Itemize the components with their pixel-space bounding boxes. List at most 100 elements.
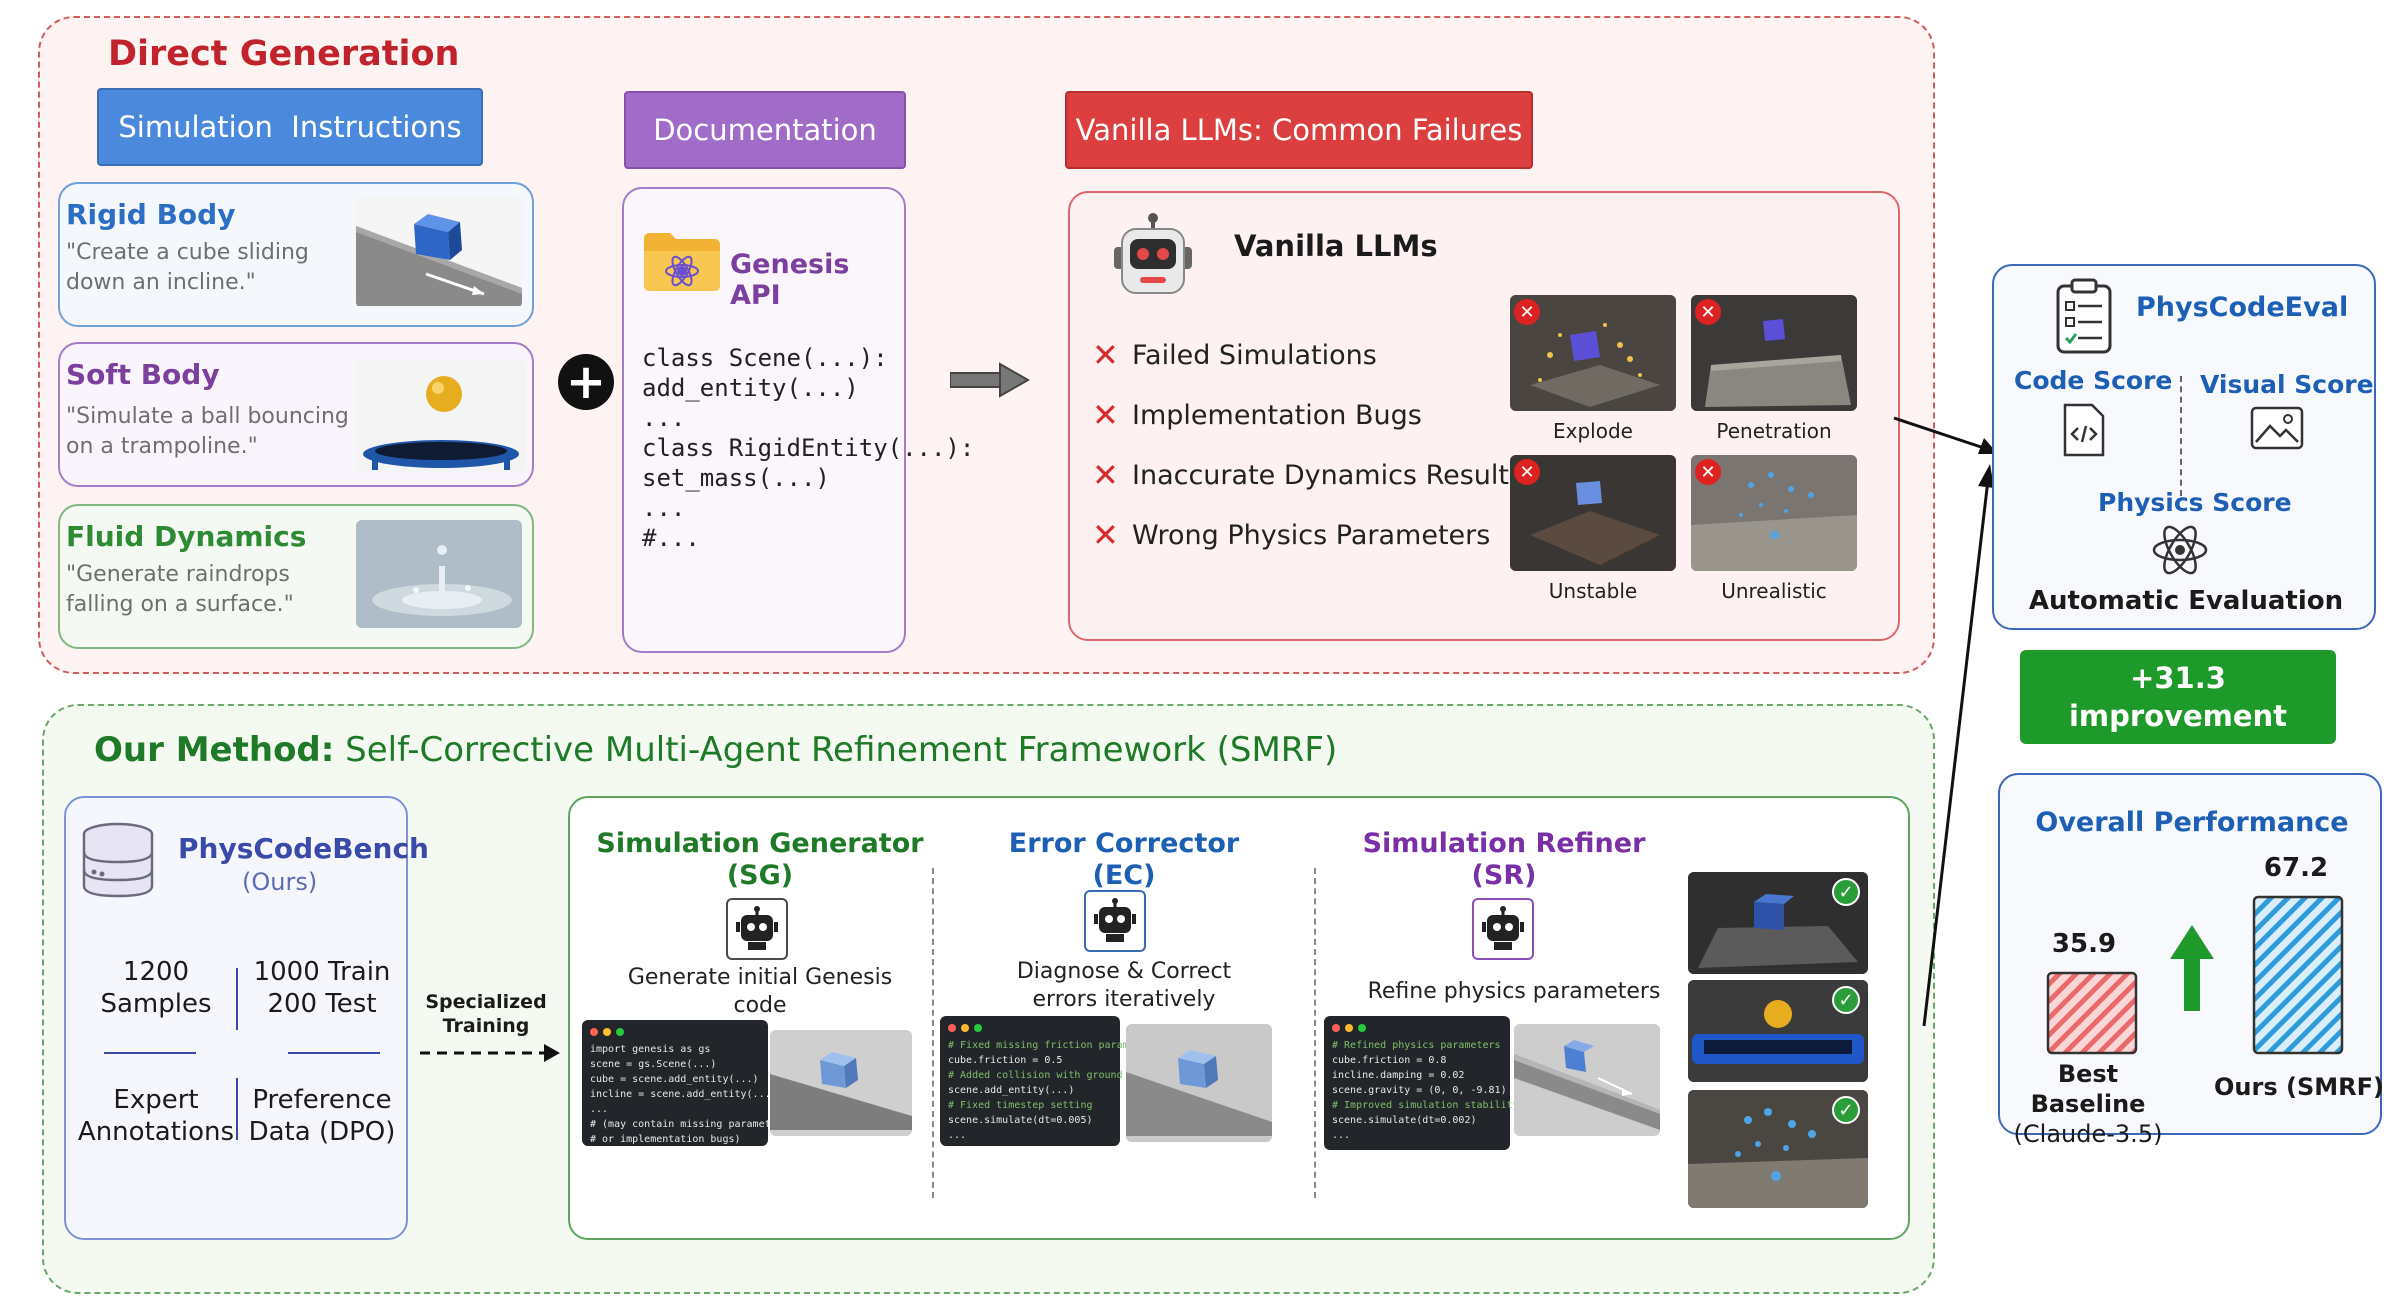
code-line: import genesis as gs bbox=[590, 1044, 711, 1055]
performance-bars bbox=[2046, 895, 2344, 1055]
physcodeeval-title: PhysCodeEval bbox=[2136, 292, 2349, 323]
soft-body-title: Soft Body bbox=[66, 358, 220, 391]
overall-performance-card: Overall Performance 67.2 35.9 Best Basel… bbox=[1998, 773, 2384, 1148]
direct-generation-title: Direct Generation bbox=[108, 34, 460, 74]
physcodebench-card: PhysCodeBench (Ours) 1200 Samples 1000 T… bbox=[64, 796, 429, 1240]
sg-result-image bbox=[770, 1030, 912, 1136]
up-arrow-icon bbox=[2170, 925, 2214, 1011]
robot-icon bbox=[1472, 898, 1534, 960]
failure-item: ✕Implementation Bugs bbox=[1092, 396, 1422, 434]
soft-body-desc: "Simulate a ball bouncing on a trampolin… bbox=[66, 404, 349, 459]
agent-title-sr: Simulation Refiner (SR) bbox=[1362, 828, 1646, 891]
code-terminal-ec: # Fixed missing friction parameter cube.… bbox=[940, 1016, 1153, 1146]
specialized-training-label: Specialized Training bbox=[425, 991, 547, 1037]
rigid-body-card: Rigid Body "Create a cube sliding down a… bbox=[58, 182, 534, 327]
code-line: scene.simulate(dt=0.002) bbox=[1332, 1115, 1477, 1126]
physcodebench-subtitle: (Ours) bbox=[242, 868, 318, 896]
failure-item: ✕Failed Simulations bbox=[1092, 336, 1377, 374]
failure-caption: Unstable bbox=[1548, 579, 1638, 603]
failure-image-unrealistic: ✕ bbox=[1691, 455, 1857, 571]
final-result-rigid: ✓ bbox=[1688, 872, 1868, 974]
failure-list: ✕Failed Simulations ✕Implementation Bugs… bbox=[1092, 335, 1523, 555]
code-line: # (may contain missing parameters bbox=[590, 1119, 789, 1130]
physics-score-label: Physics Score bbox=[2098, 488, 2292, 517]
code-line: ... bbox=[642, 494, 686, 522]
arrows-to-eval bbox=[1890, 400, 2010, 1040]
agent-title-sg: Simulation Generator (SG) bbox=[596, 828, 924, 891]
code-line: set_mass(...) bbox=[642, 464, 830, 492]
agent-separator bbox=[1314, 868, 1316, 1198]
overall-performance-title: Overall Performance bbox=[2035, 807, 2349, 838]
sr-result-image bbox=[1514, 1024, 1660, 1136]
rigid-body-title: Rigid Body bbox=[66, 198, 236, 231]
check-icon: ✓ bbox=[1832, 986, 1860, 1014]
baseline-bar bbox=[2046, 971, 2138, 1055]
baseline-value: 35.9 bbox=[2051, 929, 2117, 959]
error-icon: ✕ bbox=[1514, 459, 1540, 485]
code-line: cube = scene.add_entity(...) bbox=[590, 1074, 759, 1085]
ec-result-image bbox=[1126, 1024, 1272, 1142]
api-code-block: class Scene(...): add_entity(...) ... cl… bbox=[642, 343, 974, 553]
code-line: incline = scene.add_entity(...) bbox=[590, 1089, 777, 1100]
stat-split: 1000 Train 200 Test bbox=[253, 957, 391, 1019]
code-line: scene.add_entity(...) bbox=[948, 1085, 1075, 1096]
clipboard-icon bbox=[2054, 276, 2114, 356]
baseline-label: Best Baseline (Claude-3.5) bbox=[2013, 1060, 2163, 1148]
code-file-icon bbox=[2062, 402, 2106, 458]
failure-caption: Unrealistic bbox=[1721, 579, 1827, 603]
code-line: # Refined physics parameters bbox=[1332, 1040, 1501, 1051]
code-line: add_entity(...) bbox=[642, 374, 859, 402]
code-score-label: Code Score bbox=[2014, 366, 2173, 395]
robot-icon bbox=[1084, 890, 1146, 952]
agent-title-ec: Error Corrector (EC) bbox=[1008, 828, 1240, 891]
vanilla-failures-header: Vanilla LLMs: Common Failures bbox=[1065, 91, 1533, 169]
fluid-dynamics-title: Fluid Dynamics bbox=[66, 520, 307, 553]
check-icon: ✓ bbox=[1832, 1096, 1860, 1124]
stat-annotations: Expert Annotations bbox=[77, 1085, 235, 1147]
robot-icon bbox=[726, 898, 788, 960]
soft-body-card: Soft Body "Simulate a ball bouncing on a… bbox=[58, 342, 534, 487]
x-icon: ✕ bbox=[1092, 336, 1119, 374]
code-line: incline.damping = 0.02 bbox=[1332, 1070, 1465, 1081]
divider bbox=[288, 1052, 380, 1054]
rigid-body-desc: "Create a cube sliding down an incline." bbox=[66, 240, 309, 295]
code-line: scene.gravity = (0, 0, -9.81) bbox=[1332, 1085, 1507, 1096]
agent-desc-sg: Generate initial Genesis code bbox=[627, 965, 893, 1018]
score-divider bbox=[2180, 376, 2182, 496]
code-line: scene.simulate(dt=0.005) bbox=[948, 1115, 1093, 1126]
code-line: # or implementation bugs) bbox=[590, 1134, 741, 1145]
automatic-evaluation-label: Automatic Evaluation bbox=[2028, 586, 2344, 616]
code-line: cube.friction = 0.8 bbox=[1332, 1055, 1447, 1066]
code-line: ... bbox=[590, 1104, 609, 1115]
plus-icon: + bbox=[558, 354, 614, 410]
code-line: class RigidEntity(...): bbox=[642, 434, 975, 462]
vanilla-llms-title: Vanilla LLMs bbox=[1234, 229, 1438, 263]
code-terminal-sr: # Refined physics parameters cube.fricti… bbox=[1324, 1016, 1519, 1150]
failure-image-unstable: ✕ bbox=[1510, 455, 1676, 571]
folder-icon bbox=[642, 229, 722, 293]
error-icon: ✕ bbox=[1514, 299, 1540, 325]
dashed-arrow-icon bbox=[418, 1040, 562, 1070]
code-line: ... bbox=[948, 1130, 967, 1141]
agent-desc-ec: Diagnose & Correct errors iteratively bbox=[1016, 959, 1232, 1012]
rigid-body-image bbox=[356, 196, 522, 308]
code-line: #... bbox=[642, 524, 700, 552]
improvement-badge: +31.3 improvement bbox=[2020, 650, 2336, 744]
ours-bar bbox=[2252, 895, 2344, 1055]
stat-samples: 1200 Samples bbox=[100, 957, 212, 1019]
ours-label: Ours (SMRF) bbox=[2214, 1073, 2384, 1101]
final-result-soft: ✓ bbox=[1688, 980, 1868, 1082]
code-terminal-sg: import genesis as gs scene = gs.Scene(..… bbox=[582, 1020, 789, 1146]
atom-icon bbox=[2150, 520, 2210, 580]
fluid-dynamics-desc: "Generate raindrops falling on a surface… bbox=[66, 562, 294, 617]
failure-item: ✕Inaccurate Dynamics Results bbox=[1092, 456, 1524, 494]
simulation-instructions-header: Simulation Instructions bbox=[97, 88, 483, 166]
agents-panel: Simulation Generator (SG) Generate initi… bbox=[568, 796, 1910, 1240]
right-arrow-icon bbox=[949, 362, 1031, 402]
vanilla-llms-panel: Vanilla LLMs ✕Failed Simulations ✕Implem… bbox=[1068, 191, 1900, 641]
code-line: cube.friction = 0.5 bbox=[948, 1055, 1063, 1066]
check-icon: ✓ bbox=[1832, 878, 1860, 906]
physcodeeval-card: PhysCodeEval Code Score Visual Score Phy… bbox=[1992, 264, 2376, 630]
ours-value: 67.2 bbox=[2263, 853, 2329, 883]
physcodebench-title: PhysCodeBench bbox=[178, 832, 429, 865]
